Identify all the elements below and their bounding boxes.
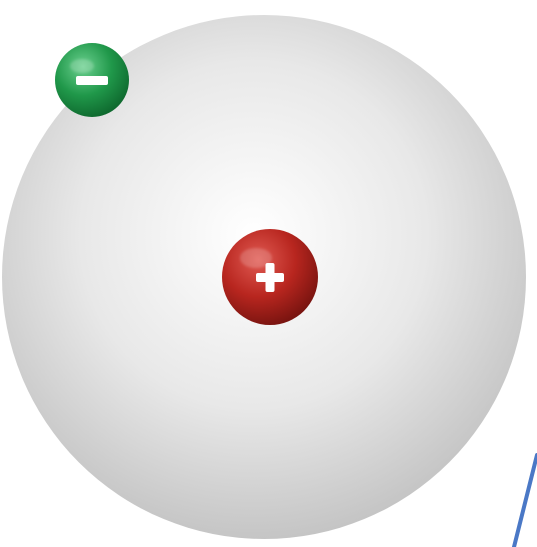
electron-shine (70, 59, 94, 73)
electron (55, 43, 129, 117)
minus-sign-icon (76, 76, 108, 85)
pointer-line (514, 455, 537, 547)
nucleus (222, 229, 318, 325)
